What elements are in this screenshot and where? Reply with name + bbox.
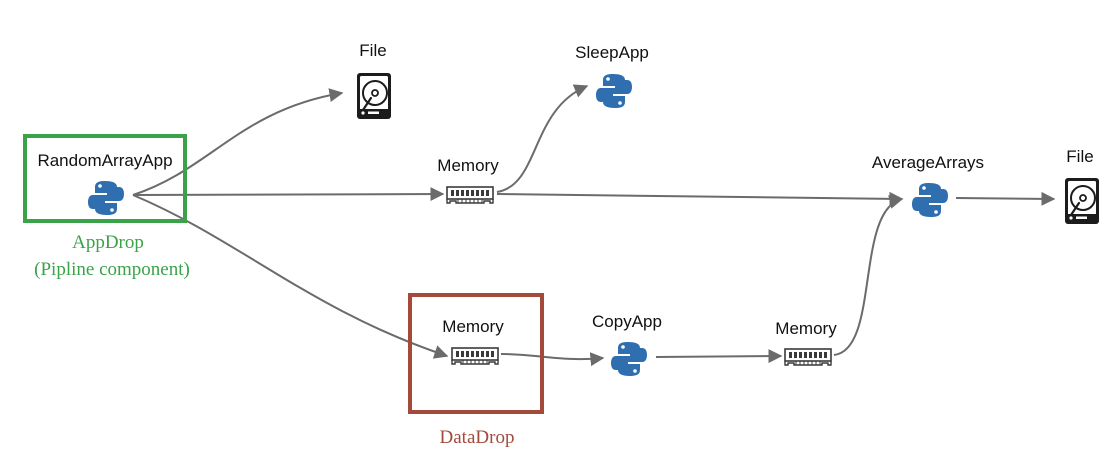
node-file-right[interactable]: File (1063, 147, 1101, 226)
python-icon (611, 342, 647, 376)
datadrop-annotation: DataDrop (440, 427, 515, 448)
edge-memory-top-to-averagearrays (496, 191, 904, 206)
node-label: File (1066, 147, 1093, 166)
appdrop-subtitle: (Pipline component) (34, 259, 190, 280)
datadrop-highlight-box (408, 293, 544, 414)
node-memory-bottom-right[interactable]: Memory (775, 319, 837, 366)
node-label: RandomArrayApp (37, 151, 172, 170)
node-label: Memory (437, 156, 499, 175)
hard-disk-icon (1063, 176, 1101, 226)
node-label: Memory (442, 317, 504, 336)
edge-random-to-file (132, 88, 344, 196)
edge-random-to-memory-top (132, 187, 445, 202)
node-label: CopyApp (592, 312, 662, 331)
appdrop-highlight-box (23, 134, 187, 223)
edge-averagearrays-to-file (955, 191, 1056, 206)
appdrop-title: AppDrop (72, 232, 144, 253)
node-label: SleepApp (575, 43, 649, 62)
node-label: AverageArrays (872, 153, 984, 172)
node-label: Memory (775, 319, 837, 338)
memory-chip-icon (784, 348, 832, 366)
memory-chip-icon (446, 186, 494, 204)
node-label: File (359, 41, 386, 60)
python-icon (596, 74, 632, 108)
edge-random-to-memory-bottom (132, 194, 449, 359)
edge-copyapp-to-memory-right (655, 349, 783, 364)
node-sleep-app[interactable]: SleepApp (575, 43, 649, 108)
edge-memory-right-to-averagearrays (833, 195, 904, 356)
node-average-arrays[interactable]: AverageArrays (872, 153, 984, 217)
memory-chip-icon (451, 347, 499, 365)
python-icon (88, 181, 124, 215)
datadrop-title: DataDrop (440, 427, 515, 448)
edge-memory-top-to-sleepapp (496, 84, 589, 193)
node-file-top[interactable]: File (355, 41, 393, 121)
hard-disk-icon (355, 71, 393, 121)
python-icon (912, 183, 948, 217)
node-memory-bottom-left[interactable]: Memory (442, 317, 504, 365)
node-copy-app[interactable]: CopyApp (592, 312, 662, 376)
node-memory-top[interactable]: Memory (437, 156, 499, 204)
node-random-array-app[interactable]: RandomArrayApp (37, 151, 173, 215)
edge-memory-bottom-to-copyapp (500, 352, 605, 367)
appdrop-annotation: AppDrop (Pipline component) (34, 232, 190, 280)
